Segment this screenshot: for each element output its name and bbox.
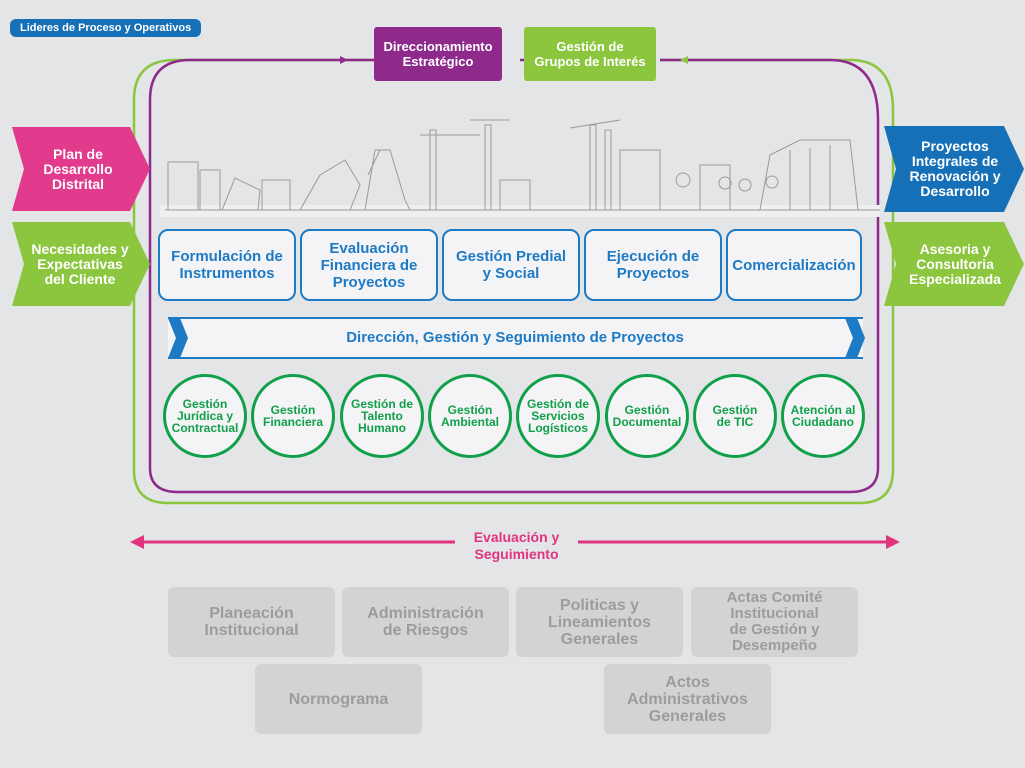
support-label: Gestión Documental	[612, 403, 682, 429]
doc-label: Normograma	[288, 690, 389, 708]
input-necesidades-label: Necesidades y Expectativas del Cliente	[31, 240, 129, 287]
direccionamiento-label: Direccionamiento Estratégico	[383, 39, 493, 69]
input-plan-label: Plan de Desarrollo Distrital	[43, 145, 113, 192]
support-label: Gestión Jurídica y Contractual	[171, 397, 239, 435]
support-talento-humano[interactable]: Gestión de Talento Humano	[340, 374, 424, 458]
output-arrow-asesoria	[884, 222, 1024, 306]
grupos-label: Gestión de Grupos de Interés	[534, 39, 646, 69]
output-proyectos-label: Proyectos Integrales de Renovación y Des…	[909, 138, 1001, 199]
support-label: Gestión de Talento Humano	[350, 397, 413, 435]
evaluation-label: Evaluación y Seguimiento	[473, 529, 560, 562]
output-proyectos-integrales[interactable]: Proyectos Integrales de Renovación y Des…	[896, 126, 1014, 212]
doc-label: Planeación Institucional	[204, 605, 299, 639]
process-label: Formulación de Instrumentos	[171, 248, 283, 282]
process-comercializacion[interactable]: Comercialización	[726, 229, 862, 301]
doc-politicas-lineamientos[interactable]: Politicas y Lineamientos Generales	[516, 587, 683, 657]
output-asesoria-consultoria[interactable]: Asesoria y Consultoria Especializada	[896, 222, 1014, 306]
direction-band-label: Dirección, Gestión y Seguimiento de Proy…	[346, 329, 684, 346]
process-gestion-predial[interactable]: Gestión Predial y Social	[442, 229, 580, 301]
process-leaders-badge: Lideres de Proceso y Operativos	[10, 19, 202, 37]
input-arrow-plan	[12, 127, 150, 211]
skyline-illustration	[165, 119, 880, 211]
doc-actos-administrativos[interactable]: Actos Administrativos Generales	[604, 664, 771, 734]
support-gestion-juridica[interactable]: Gestión Jurídica y Contractual	[163, 374, 247, 458]
support-gestion-documental[interactable]: Gestión Documental	[605, 374, 689, 458]
doc-label: Actas Comité Institucional de Gestión y …	[726, 589, 823, 654]
support-label: Atención al Ciudadano	[790, 403, 856, 429]
process-formulacion-instrumentos[interactable]: Formulación de Instrumentos	[158, 229, 296, 301]
doc-label: Administración de Riesgos	[367, 605, 484, 639]
support-gestion-ambiental[interactable]: Gestión Ambiental	[428, 374, 512, 458]
support-gestion-financiera[interactable]: Gestión Financiera	[251, 374, 335, 458]
support-label: Gestión Financiera	[262, 403, 324, 429]
doc-actas-comite[interactable]: Actas Comité Institucional de Gestión y …	[691, 587, 858, 657]
input-arrow-necesidades	[12, 222, 150, 306]
support-servicios-logisticos[interactable]: Gestión de Servicios Logísticos	[516, 374, 600, 458]
gestion-grupos-interes-box[interactable]: Gestión de Grupos de Interés	[524, 27, 656, 81]
process-ejecucion-proyectos[interactable]: Ejecución de Proyectos	[584, 229, 722, 301]
doc-label: Actos Administrativos Generales	[627, 673, 748, 725]
process-evaluacion-financiera[interactable]: Evaluación Financiera de Proyectos	[300, 229, 438, 301]
support-label: Gestión de Servicios Logísticos	[526, 397, 589, 435]
support-label: Gestión de TIC	[712, 403, 758, 429]
output-arrow-proyectos	[884, 126, 1024, 212]
output-asesoria-label: Asesoria y Consultoria Especializada	[909, 240, 1001, 287]
doc-normograma[interactable]: Normograma	[255, 664, 422, 734]
doc-administracion-riesgos[interactable]: Administración de Riesgos	[342, 587, 509, 657]
support-gestion-tic[interactable]: Gestión de TIC	[693, 374, 777, 458]
support-label: Gestión Ambiental	[440, 403, 499, 429]
support-atencion-ciudadano[interactable]: Atención al Ciudadano	[781, 374, 865, 458]
process-label: Evaluación Financiera de Proyectos	[320, 239, 418, 291]
process-label: Comercialización	[732, 256, 856, 274]
input-necesidades-cliente[interactable]: Necesidades y Expectativas del Cliente	[24, 222, 136, 306]
doc-planeacion-institucional[interactable]: Planeación Institucional	[168, 587, 335, 657]
direccionamiento-estrategico-box[interactable]: Direccionamiento Estratégico	[374, 27, 502, 81]
input-plan-desarrollo[interactable]: Plan de Desarrollo Distrital	[28, 127, 128, 211]
doc-label: Politicas y Lineamientos Generales	[547, 596, 652, 648]
process-label: Gestión Predial y Social	[455, 248, 567, 282]
process-label: Ejecución de Proyectos	[606, 248, 700, 282]
